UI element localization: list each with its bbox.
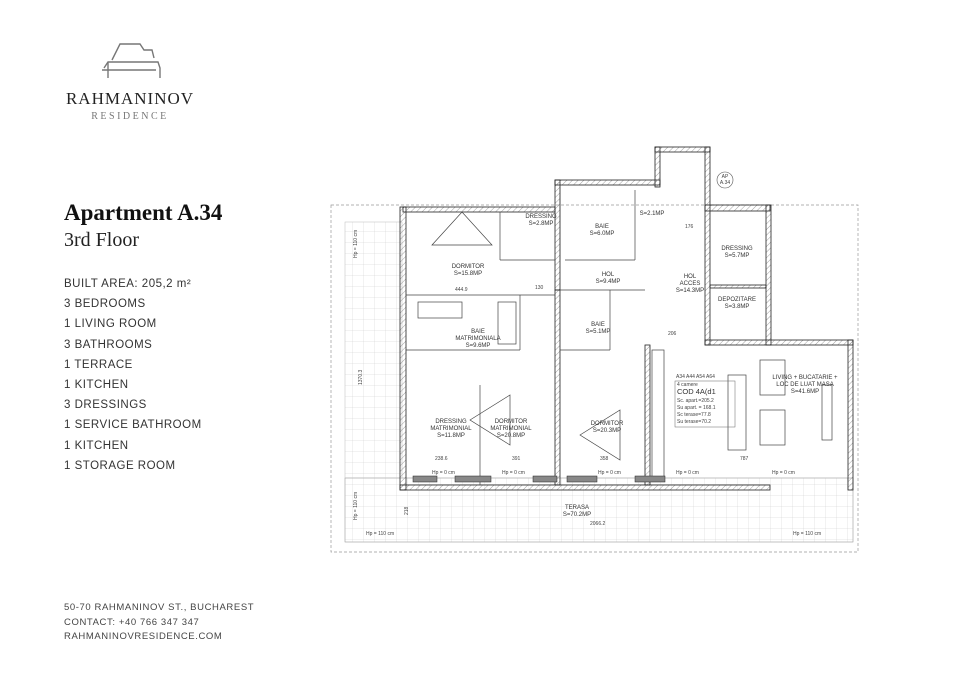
room-dormitor3-label: DORMITOR — [591, 421, 624, 427]
room-baie-matrimoniala-area: S=9.6MP — [466, 343, 491, 349]
room-baie-label: BAIE — [595, 224, 609, 230]
tag-ap: AP — [722, 174, 729, 180]
code-sc-terase: Sc terase=77.8 — [677, 412, 711, 418]
height-mark: Hp = 0 cm — [598, 470, 621, 476]
contact-address: 50-70 RAHMANINOV ST., BUCHAREST — [64, 602, 255, 613]
dimension-label: 444.9 — [455, 287, 468, 293]
room-dormitor-label: DORMITOR — [452, 264, 485, 270]
dimension-label: 176 — [685, 224, 694, 230]
apartment-tag-marker — [716, 171, 734, 189]
dimension-label: 787 — [740, 456, 749, 462]
apartment-floor: 3rd Floor — [64, 229, 139, 251]
side-terrace-area — [344, 221, 403, 479]
height-mark: Hp = 110 cm — [353, 492, 359, 520]
feature-item: 3 DRESSINGS — [64, 399, 147, 412]
room-dressing-area: S=2.8MP — [529, 221, 554, 227]
brand-name: RAHMANINOV — [65, 89, 195, 108]
dimension-label: 358 — [600, 456, 609, 462]
height-mark: Hp = 0 cm — [502, 470, 525, 476]
height-mark: Hp = 110 cm — [793, 531, 821, 537]
height-mark: Hp = 0 cm — [772, 470, 795, 476]
code-value: COD 4A(d1 — [677, 387, 716, 396]
brand-logo: RAHMANINOV RESIDENCE — [60, 38, 200, 122]
apartment-title: Apartment A.34 — [64, 200, 223, 225]
feature-item: 1 STORAGE ROOM — [64, 459, 176, 472]
room-hol-area: S=9.4MP — [596, 279, 621, 285]
room-living-label: LIVING + BUCATARIE + — [772, 375, 838, 381]
room-baie2-label: BAIE — [591, 322, 605, 328]
dimension-label: 238.6 — [435, 456, 448, 462]
room-dormitor-matrimonial-label: DORMITOR — [495, 419, 528, 425]
room-dressing-matrimonial-area: S=11.8MP — [437, 433, 465, 439]
room-dormitor-matrimonial-area: S=20.8MP — [497, 433, 525, 439]
brand-subtitle: RESIDENCE — [91, 111, 169, 122]
room-dormitor-area: S=15.8MP — [454, 271, 482, 277]
room-wc-area: S=2.1MP — [640, 211, 665, 217]
dimension-label: 218 — [404, 506, 410, 515]
dimension-label: 206 — [668, 331, 677, 337]
room-depozitare-area: S=3.8MP — [725, 304, 750, 310]
code-rooms: 4 camere — [677, 382, 698, 388]
room-hol-label: HOL — [602, 272, 615, 278]
feature-item: 1 KITCHEN — [64, 439, 129, 452]
interior-partitions — [406, 185, 833, 485]
features-list: BUILT AREA: 205,2 m² 3 BEDROOMS 1 LIVING… — [64, 274, 202, 476]
room-hol-acces-label2: ACCES — [680, 281, 701, 287]
feature-item: 1 KITCHEN — [64, 378, 129, 391]
apartment-code-box: A34 A44 A54 A64 4 camere COD 4A(d1 Sc. a… — [674, 374, 736, 428]
room-hol-acces-area: S=14.3MP — [676, 288, 704, 294]
room-depozitare-label: DEPOZITARE — [718, 297, 756, 303]
room-terasa-area: S=70.2MP — [563, 512, 591, 518]
dimension-label: 130 — [535, 285, 544, 291]
contact-phone[interactable]: CONTACT: +40 766 347 347 — [64, 616, 200, 628]
contact-block: 50-70 RAHMANINOV ST., BUCHAREST CONTACT:… — [64, 601, 254, 645]
height-mark: Hp = 0 cm — [676, 470, 699, 476]
code-su-apart: Su apart. = 168.1 — [677, 405, 716, 411]
height-mark: Hp = 110 cm — [353, 230, 359, 258]
feature-item: 1 TERRACE — [64, 358, 133, 371]
walls — [399, 146, 854, 491]
dimension-label: 2066.2 — [590, 521, 606, 527]
room-dressing-matrimonial-label2: MATRIMONIAL — [430, 426, 472, 432]
code-units: A34 A44 A54 A64 — [676, 374, 715, 380]
height-mark: Hp = 0 cm — [432, 470, 455, 476]
plan-boundary — [330, 204, 859, 553]
room-dressing2-area: S=5.7MP — [725, 253, 750, 259]
room-dressing-label: DRESSING — [525, 214, 557, 220]
room-baie-matrimoniala-label: BAIE — [471, 329, 485, 335]
room-dressing2-label: DRESSING — [721, 246, 753, 252]
tag-number: A.34 — [720, 180, 731, 186]
room-living-label2: LOC DE LUAT MASA — [776, 382, 833, 388]
bed-logo-icon — [102, 43, 161, 78]
height-mark: Hp = 110 cm — [366, 531, 394, 537]
feature-item: 3 BEDROOMS — [64, 298, 146, 311]
room-dressing-matrimonial-label: DRESSING — [435, 419, 467, 425]
room-baie2-area: S=5.1MP — [586, 329, 611, 335]
room-baie-area: S=6.0MP — [590, 231, 615, 237]
room-living-area: S=41.6MP — [791, 389, 819, 395]
room-terasa-label: TERASA — [565, 505, 589, 511]
room-dormitor-matrimonial-label2: MATRIMONIAL — [490, 426, 532, 432]
code-sc-apart: Sc. apart.=205.2 — [677, 398, 714, 404]
room-baie-matrimoniala-label2: MATRIMONIALA — [455, 336, 500, 342]
feature-item: 3 BATHROOMS — [64, 338, 153, 351]
dimension-label: 391 — [512, 456, 521, 462]
windows — [412, 475, 666, 483]
code-su-terase: Su terase=70.2 — [677, 419, 711, 425]
feature-item: BUILT AREA: 205,2 m² — [64, 278, 192, 290]
contact-website[interactable]: RAHMANINOVRESIDENCE.COM — [64, 631, 223, 642]
room-dormitor3-area: S=20.3MP — [593, 428, 621, 434]
dimension-label: 1370.3 — [358, 369, 364, 385]
feature-item: 1 SERVICE BATHROOM — [64, 419, 202, 432]
room-hol-acces-label: HOL — [684, 274, 697, 280]
feature-item: 1 LIVING ROOM — [64, 318, 157, 331]
